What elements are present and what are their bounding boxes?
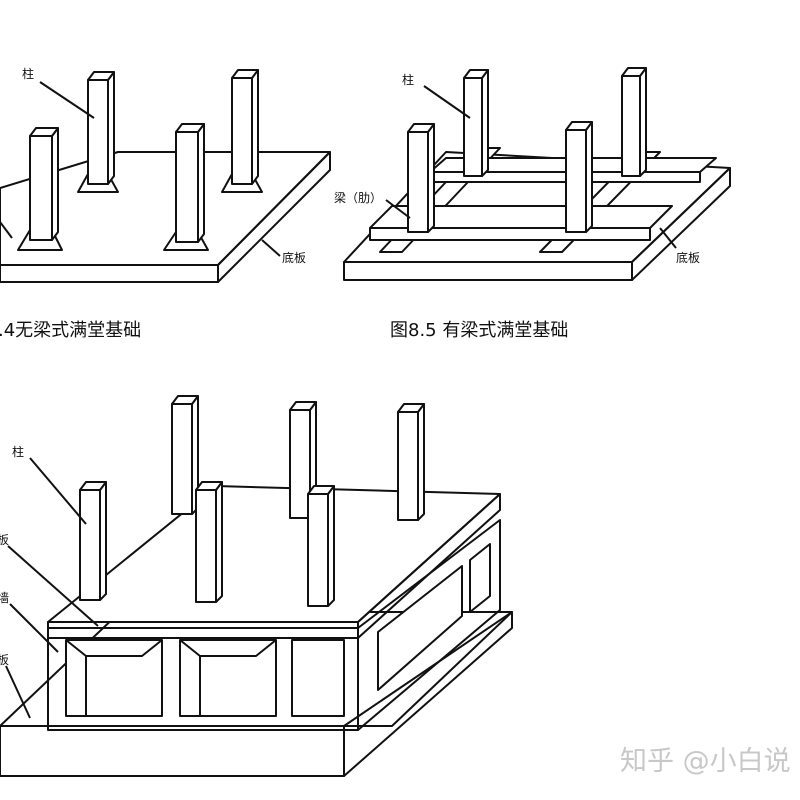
fig-c-column-back-1 (171, 395, 199, 515)
fig-a-caption: .4无梁式满堂基础 (0, 320, 141, 341)
fig-c-label-column: 柱 (12, 444, 24, 459)
fig-c-label-wall: 墙 (0, 591, 9, 605)
fig-c-label-top-slab: 板 (0, 533, 9, 547)
fig-a-label-column: 柱 (22, 66, 34, 81)
figure-b-beam-raft: 柱 梁（肋） 底板 图8.5 有梁式满堂基础 (334, 67, 731, 341)
fig-a-column-front-right (163, 123, 209, 251)
fig-a-column-front-left (17, 127, 63, 251)
fig-c-column-front-3 (307, 485, 335, 607)
figure-c-box-foundation: 柱 板 墙 板 (0, 395, 513, 777)
fig-c-column-back-3 (397, 403, 425, 521)
fig-c-label-bottom-slab: 板 (0, 653, 9, 667)
fig-a-label-slab: 底板 (282, 250, 306, 265)
fig-b-column-back-left (463, 69, 489, 177)
fig-b-column-front-left (407, 123, 435, 233)
fig-b-label-beam: 梁（肋） (334, 190, 382, 205)
fig-b-column-front-right (565, 121, 593, 233)
fig-b-label-slab: 底板 (676, 250, 700, 265)
fig-c-column-front-2 (195, 481, 223, 603)
fig-a-column-back-right (221, 69, 263, 193)
fig-b-label-column: 柱 (402, 72, 414, 87)
fig-c-column-front-1 (79, 481, 107, 601)
fig-b-column-back-right (621, 67, 647, 177)
figure-a-beamless-raft: 柱 底板 .4无梁式满堂基础 (0, 66, 331, 341)
fig-b-caption: 图8.5 有梁式满堂基础 (390, 320, 568, 341)
watermark: 知乎 @小白说 (620, 746, 791, 777)
fig-a-column-back-left (77, 71, 119, 193)
